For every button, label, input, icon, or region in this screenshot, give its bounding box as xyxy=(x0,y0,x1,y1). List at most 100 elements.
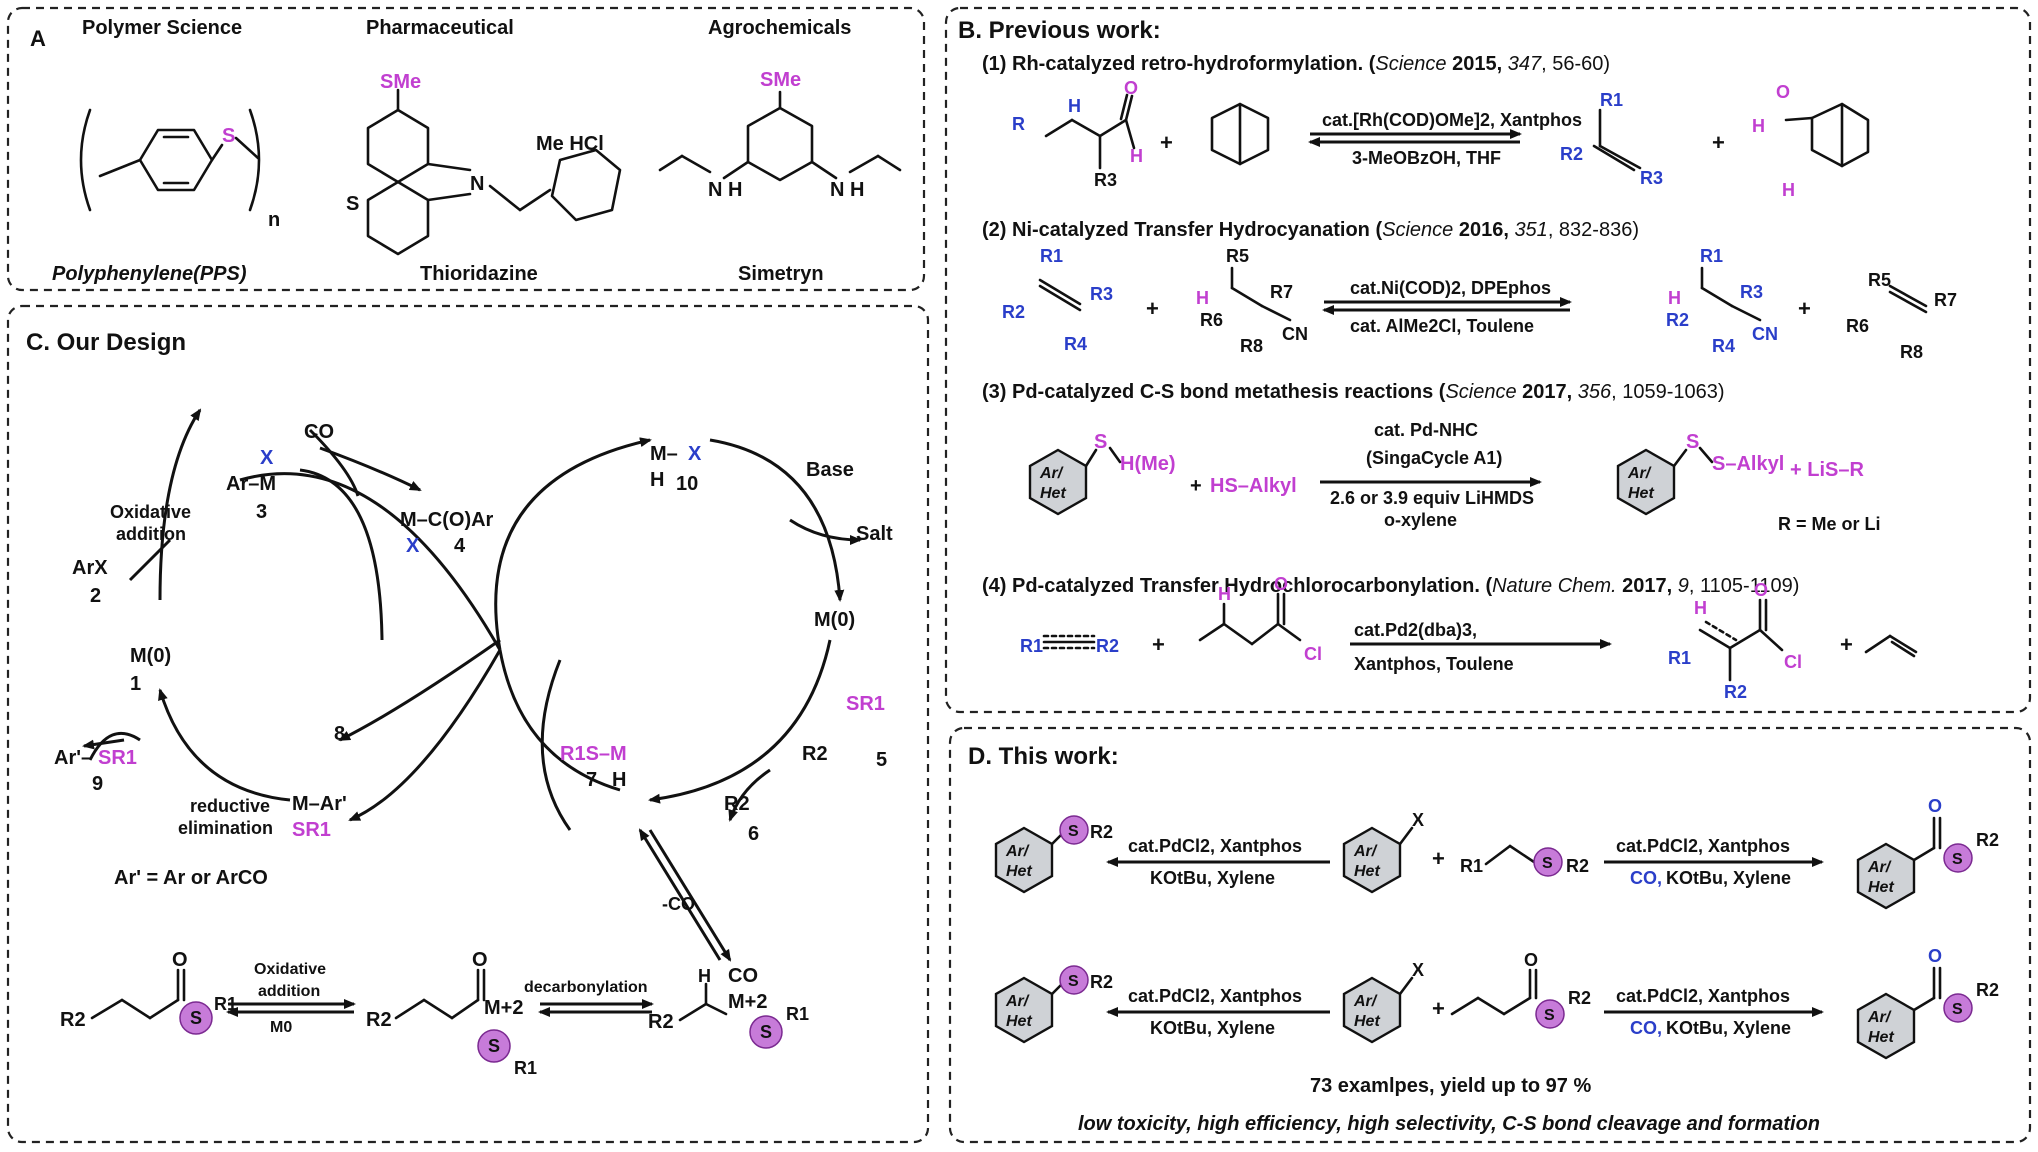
ox-add-label: Oxidative xyxy=(110,502,191,522)
svg-text:H: H xyxy=(1782,180,1795,200)
svg-text:R7: R7 xyxy=(1270,282,1293,302)
m0-right: M(0) xyxy=(814,609,855,631)
right-cycle-arrow-3 xyxy=(648,639,832,804)
plus-3a: + xyxy=(1190,475,1202,497)
label-10: 10 xyxy=(676,473,698,495)
reaction-1-aldehyde: R H H O R3 xyxy=(1012,78,1143,190)
plus-2b: + xyxy=(1798,296,1811,321)
label-7: 7 xyxy=(586,769,597,791)
simetryn-name: Simetryn xyxy=(738,263,824,285)
pps-sulfur: S xyxy=(222,125,235,147)
reaction-4-heading: (4) Pd-catalyzed Transfer Hydrochlorocar… xyxy=(982,575,1799,597)
svg-text:CO,KOtBu, Xylene: CO,KOtBu, Xylene xyxy=(1630,1018,1791,1038)
propene xyxy=(1864,634,1918,658)
plus-4a: + xyxy=(1152,632,1165,657)
d-row1-product-left: Ar/ Het S R2 xyxy=(994,815,1113,894)
label-2: 2 xyxy=(90,585,101,607)
svg-text:O: O xyxy=(172,949,188,971)
label-9: 9 xyxy=(92,773,103,795)
svg-text:H: H xyxy=(698,966,711,986)
cross-path-2 xyxy=(540,659,572,831)
pps-name: Polyphenylene(PPS) xyxy=(52,263,247,285)
thioridazine-name: Thioridazine xyxy=(420,263,538,285)
svg-text:R1: R1 xyxy=(1668,648,1691,668)
d-row2-plus: + xyxy=(1432,996,1445,1021)
r1-aldehyde-h: H xyxy=(1130,146,1143,166)
svg-text:R7: R7 xyxy=(1934,290,1957,310)
svg-text:R3: R3 xyxy=(1740,282,1763,302)
svg-text:Cl: Cl xyxy=(1304,644,1322,664)
cross-path-3 xyxy=(498,649,621,792)
svg-text:R2: R2 xyxy=(1096,636,1119,656)
svg-text:R1: R1 xyxy=(1040,246,1063,266)
svg-text:M+2: M+2 xyxy=(484,997,523,1019)
svg-text:R2: R2 xyxy=(1976,830,1999,850)
svg-text:S: S xyxy=(1952,1001,1963,1018)
svg-text:M+2: M+2 xyxy=(728,991,767,1013)
simetryn-nh-left: N H xyxy=(708,179,742,201)
svg-text:S: S xyxy=(760,1022,772,1042)
species-4: M–C(O)Ar xyxy=(400,509,494,531)
svg-text:R2: R2 xyxy=(1090,822,1113,842)
reaction-2-nitrile: R5 H R6 R7 R8 CN xyxy=(1196,246,1308,356)
svg-text:R2: R2 xyxy=(1560,144,1583,164)
svg-text:R8: R8 xyxy=(1240,336,1263,356)
d-row2-left-cond-bottom: KOtBu, Xylene xyxy=(1150,1018,1275,1038)
thioridazine-me-hcl: Me HCl xyxy=(536,133,604,155)
label-3: 3 xyxy=(256,501,267,523)
svg-text:H: H xyxy=(1752,116,1765,136)
arx-inflow xyxy=(128,538,172,582)
species-3: Ar–M xyxy=(226,473,276,495)
r3-cond4: o-xylene xyxy=(1384,510,1457,530)
svg-text:X: X xyxy=(1412,960,1424,980)
d-tagline: low toxicity, high efficiency, high sele… xyxy=(1078,1113,1820,1135)
d-row2-thioester-start: O S R2 xyxy=(1450,950,1591,1029)
r2-conditions-top: cat.Ni(COD)2, DPEphos xyxy=(1350,278,1551,298)
reaction-3-heading: (3) Pd-catalyzed C-S bond metathesis rea… xyxy=(982,381,1725,403)
thioester-start: R2 O S R1 xyxy=(60,949,237,1035)
r3-cond2: (SingaCycle A1) xyxy=(1366,448,1502,468)
svg-text:Ar/: Ar/ xyxy=(1867,1009,1892,1026)
species-m-ar: M–Ar' xyxy=(292,793,347,815)
d-row2-right-cond-top: cat.PdCl2, Xantphos xyxy=(1616,986,1790,1006)
alkene-release-arrow xyxy=(728,768,771,822)
svg-text:R2: R2 xyxy=(60,1009,86,1031)
svg-text:Ar/: Ar/ xyxy=(1627,465,1652,482)
svg-text:R1: R1 xyxy=(1460,856,1483,876)
plus-1b: + xyxy=(1712,130,1725,155)
r3-thiol-reagent: HS–Alkyl xyxy=(1210,475,1297,497)
svg-text:R2: R2 xyxy=(1090,972,1113,992)
base-label: Base xyxy=(806,459,854,481)
pps-repeat-n: n xyxy=(268,209,280,231)
svg-text:R4: R4 xyxy=(1064,334,1087,354)
thioridazine-sme: SMe xyxy=(380,71,421,93)
bottom-m0-label: M0 xyxy=(270,1019,292,1036)
simetryn-sme: SMe xyxy=(760,69,801,91)
panel-a-frame xyxy=(6,6,926,292)
svg-text:R2: R2 xyxy=(1666,310,1689,330)
thioridazine-s: S xyxy=(346,193,359,215)
svg-text:S–Alkyl: S–Alkyl xyxy=(1712,453,1784,475)
svg-text:Het: Het xyxy=(1354,863,1380,880)
ox-add-label-2: addition xyxy=(116,524,186,544)
svg-text:Ar/: Ar/ xyxy=(1039,465,1064,482)
svg-text:H: H xyxy=(1694,598,1707,618)
r3-cond3: 2.6 or 3.9 equiv LiHMDS xyxy=(1330,488,1534,508)
r2-conditions-bottom: cat. AlMe2Cl, Toulene xyxy=(1350,316,1534,336)
label-5: 5 xyxy=(876,749,887,771)
svg-text:R1: R1 xyxy=(786,1004,809,1024)
svg-text:Het: Het xyxy=(1868,1029,1894,1046)
acyl-metal-intermediate: R2 O M+2 S R1 xyxy=(366,949,537,1078)
eq-up-arrow xyxy=(638,828,722,961)
svg-text:SR1: SR1 xyxy=(846,693,885,715)
decarbonylation-label: decarbonylation xyxy=(524,979,648,996)
right-cycle-arrow-2 xyxy=(709,438,845,602)
svg-text:Het: Het xyxy=(1868,879,1894,896)
r1-conditions-top: cat.[Rh(COD)OMe]2, Xantphos xyxy=(1322,110,1582,130)
svg-text:Ar/: Ar/ xyxy=(1867,859,1892,876)
panel-c: C. Our Design CO Ar–M X 3 Oxidative addi… xyxy=(6,304,930,1144)
arx-label: ArX xyxy=(72,557,108,579)
r1-label: R xyxy=(1012,114,1025,134)
svg-text:Cl: Cl xyxy=(1784,652,1802,672)
svg-text:X: X xyxy=(260,447,274,469)
